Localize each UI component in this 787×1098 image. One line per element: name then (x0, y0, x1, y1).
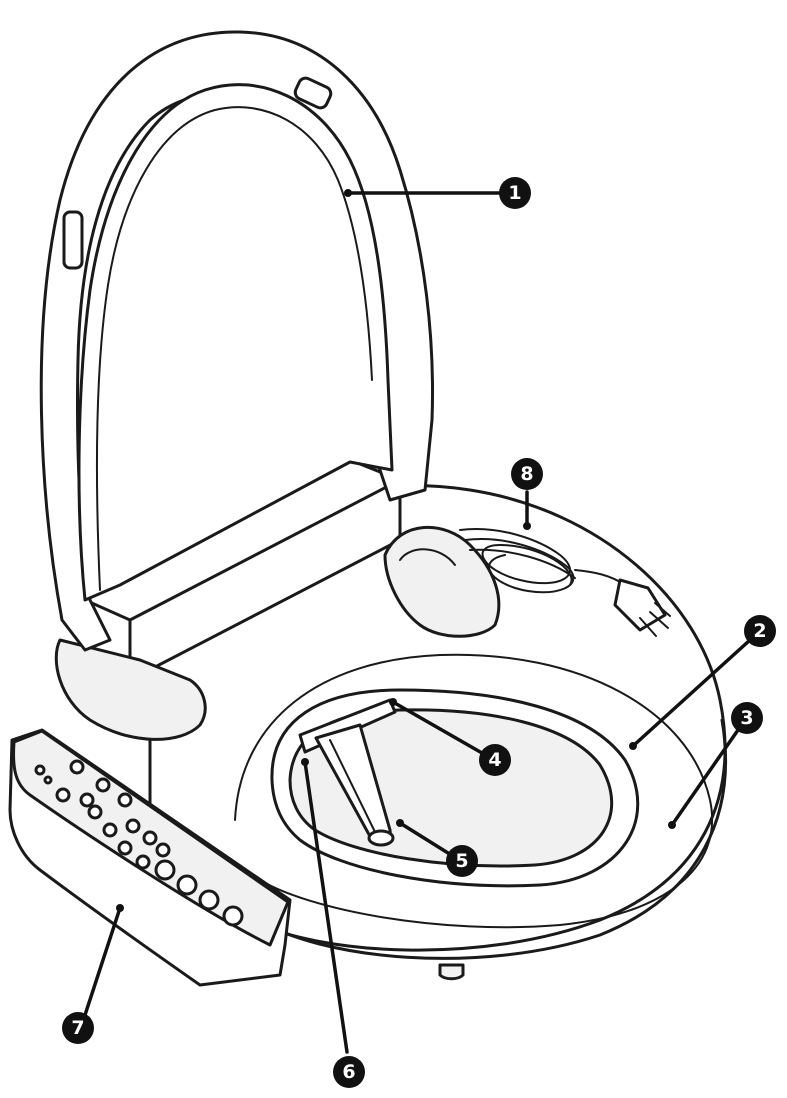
callout-2-label: 2 (753, 620, 766, 642)
callout-4-label: 4 (488, 749, 501, 771)
callout-6: 6 (301, 758, 365, 1088)
callout-3-label: 3 (740, 707, 753, 729)
callout-6-label: 6 (342, 1061, 355, 1083)
callout-8-label: 8 (520, 463, 533, 485)
callout-7: 7 (62, 904, 124, 1044)
callout-1-label: 1 (508, 182, 521, 204)
nozzle-assembly (298, 698, 397, 847)
callout-2: 2 (629, 615, 776, 750)
control-panel (8, 728, 292, 987)
power-cord (459, 528, 671, 637)
callout-5: 5 (396, 819, 478, 877)
callout-3: 3 (668, 702, 763, 829)
control-buttons[interactable] (34, 759, 244, 927)
callout-4: 4 (389, 698, 511, 776)
callout-1: 1 (344, 177, 531, 209)
callout-7-label: 7 (71, 1017, 84, 1039)
callout-8: 8 (511, 458, 543, 530)
callout-5-label: 5 (455, 850, 468, 872)
lid (39, 30, 435, 652)
